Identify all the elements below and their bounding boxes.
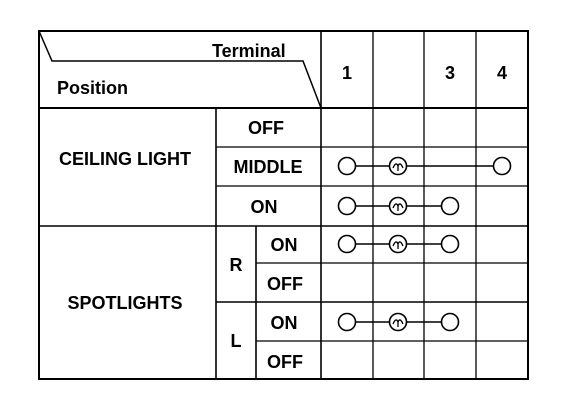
terminal-1-label: 1 — [342, 63, 352, 83]
side-label-r: R — [230, 255, 243, 275]
position-label-l-off: OFF — [267, 352, 303, 372]
terminal-node-icon — [440, 312, 460, 332]
position-label-r-on: ON — [271, 235, 298, 255]
terminal-3-label: 3 — [445, 63, 455, 83]
terminal-4-label: 4 — [497, 63, 507, 83]
position-label-off: OFF — [248, 118, 284, 138]
terminal-node-icon — [337, 234, 357, 254]
position-label-middle: MIDDLE — [234, 157, 303, 177]
table-border — [38, 30, 529, 380]
terminal-node-icon — [337, 312, 357, 332]
position-label-r-off: OFF — [267, 274, 303, 294]
header-diagonal — [38, 30, 322, 109]
terminal-node-icon — [492, 156, 512, 176]
position-label-l-on: ON — [271, 313, 298, 333]
continuity-connections — [337, 156, 512, 332]
group-label-ceiling-light: CEILING LIGHT — [59, 149, 191, 169]
position-header-label: Position — [57, 78, 128, 98]
position-label-on: ON — [251, 197, 278, 217]
terminal-node-icon — [440, 196, 460, 216]
group-label-spotlights: SPOTLIGHTS — [67, 293, 182, 313]
terminal-header-label: Terminal — [212, 41, 286, 61]
terminal-node-icon — [440, 234, 460, 254]
side-label-l: L — [231, 331, 242, 351]
terminal-node-icon — [337, 156, 357, 176]
terminal-node-icon — [337, 196, 357, 216]
